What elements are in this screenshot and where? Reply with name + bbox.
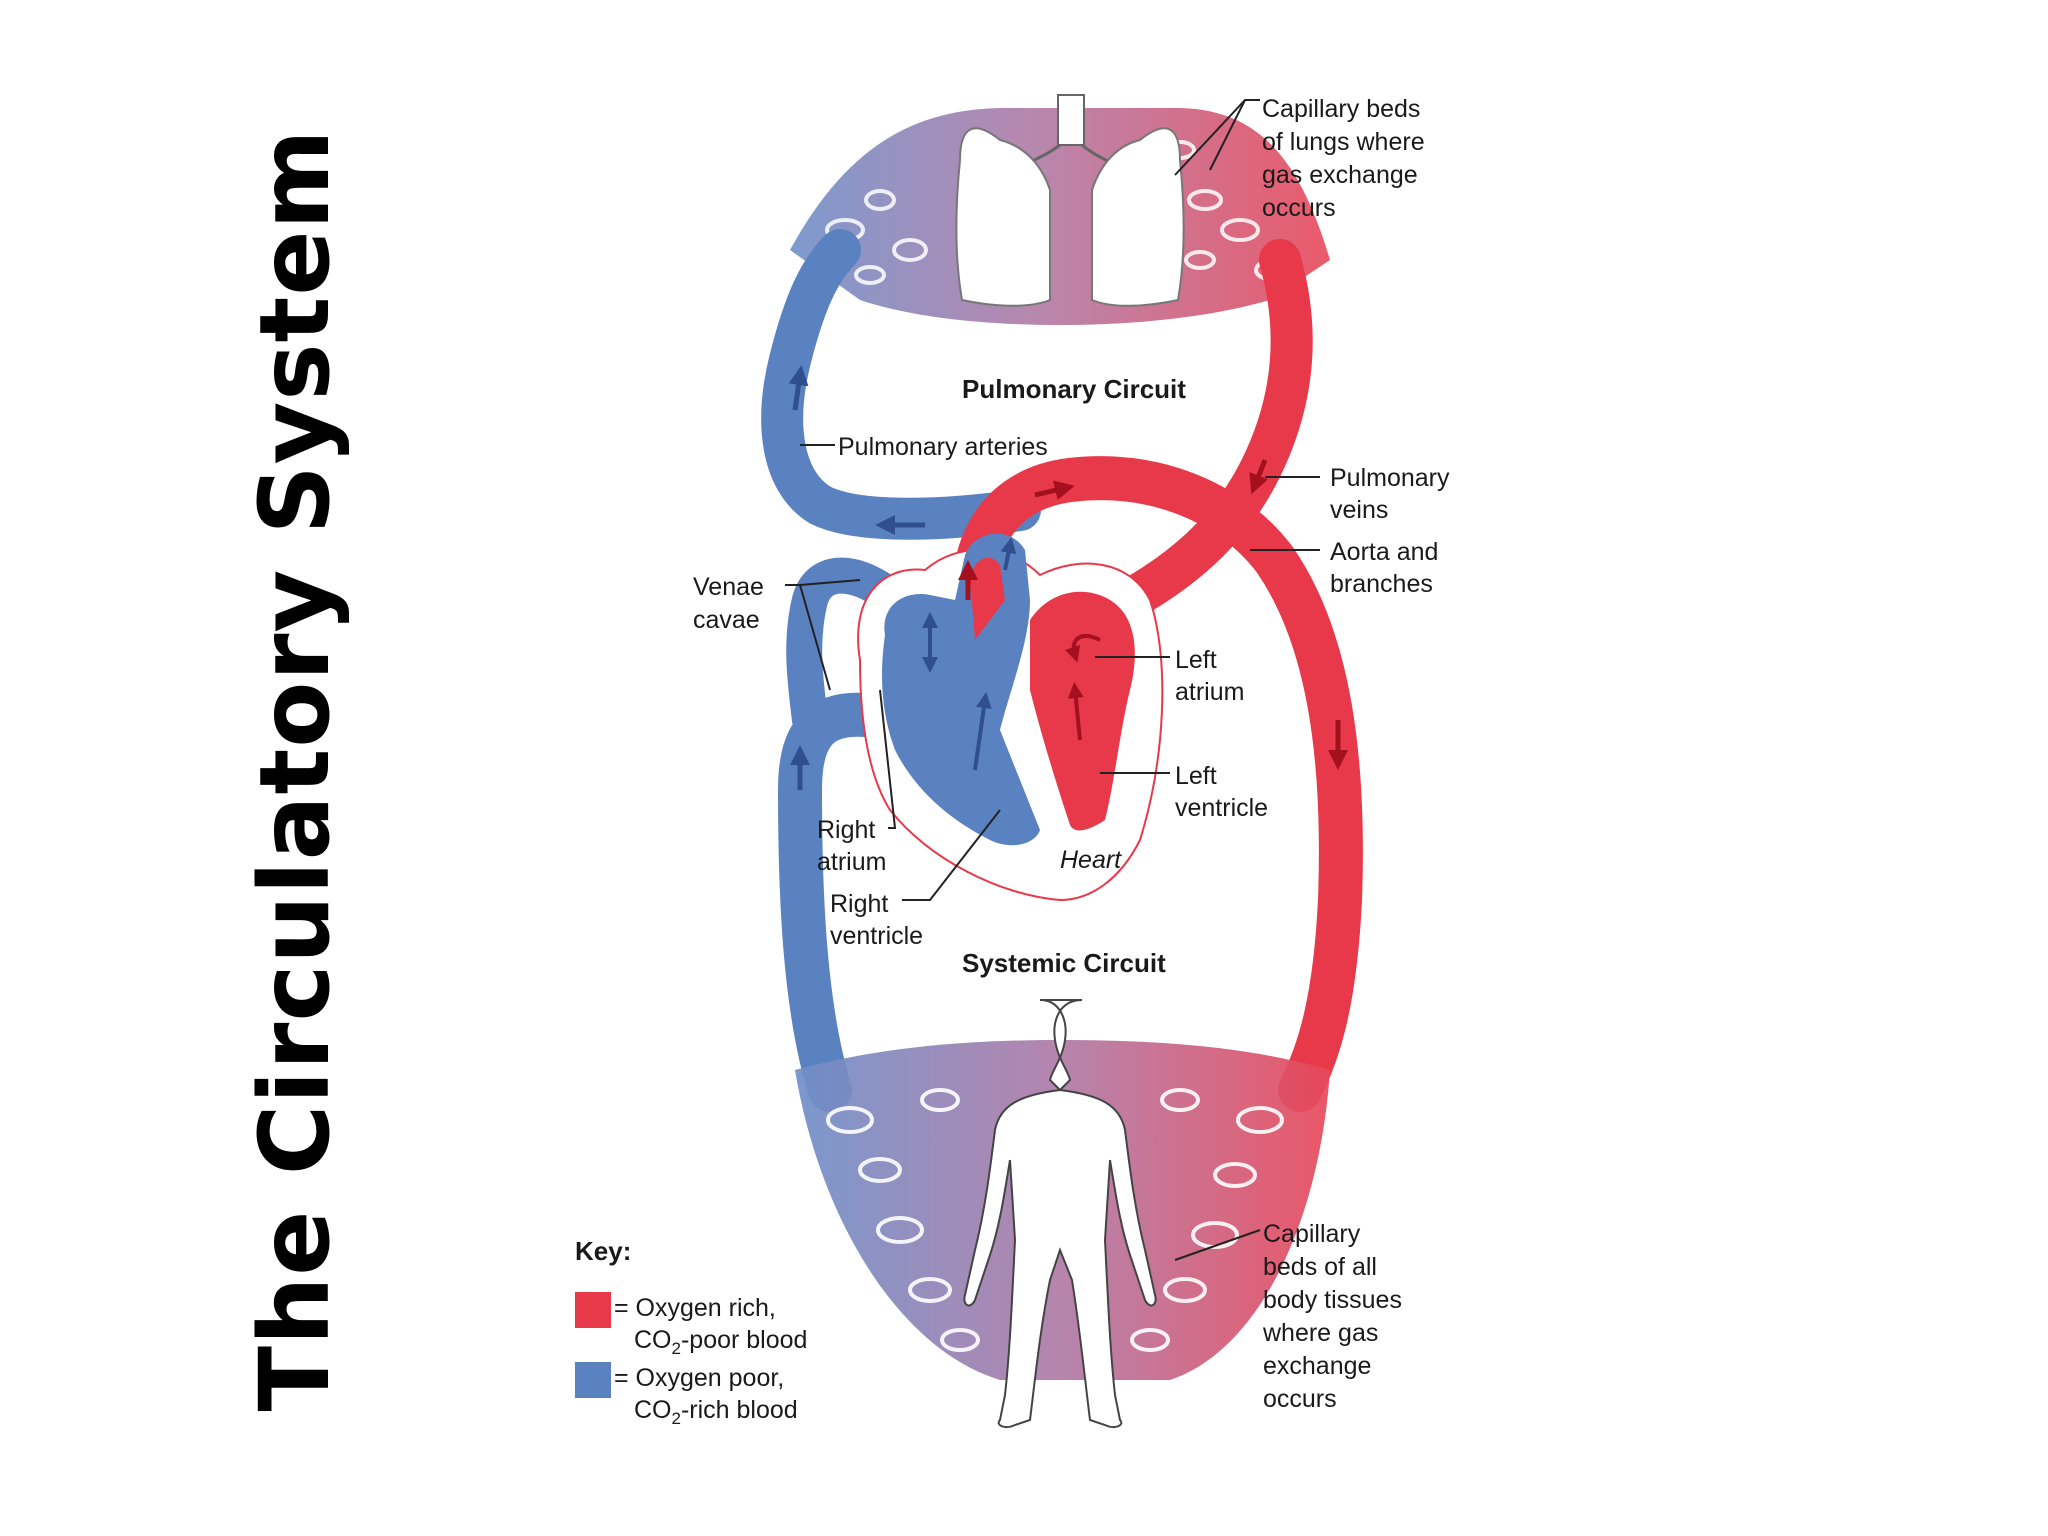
venae-cavae-vessel [777,692,922,1112]
venae-cavae-label: Venae cavae [693,573,764,634]
svg-text:atrium: atrium [817,848,886,876]
svg-text:Aorta and: Aorta and [1330,538,1438,566]
pulmonary-arteries-label: Pulmonary arteries [838,433,1048,461]
svg-text:gas exchange: gas exchange [1262,161,1418,189]
lungs [955,94,1185,307]
pulmonary-artery-vessel [761,229,1041,540]
capillary-lungs-label: Capillary beds of lungs where gas exchan… [1262,95,1425,222]
svg-text:occurs: occurs [1263,1385,1337,1413]
right-atrium-label: Right atrium [817,816,886,876]
pulmonary-artery-arrow [788,365,809,411]
heart-label: Heart [1060,846,1122,874]
svg-text:of lungs where: of lungs where [1262,128,1425,156]
svg-text:Left: Left [1175,762,1217,790]
svg-text:atrium: atrium [1175,678,1244,706]
svg-text:beds of all: beds of all [1263,1253,1377,1281]
svg-text:Capillary beds: Capillary beds [1262,95,1420,123]
svg-text:ventricle: ventricle [1175,794,1268,822]
svg-text:Pulmonary: Pulmonary [1330,464,1450,492]
svg-text:cavae: cavae [693,606,760,634]
svg-text:Left: Left [1175,646,1217,674]
svg-text:Capillary: Capillary [1263,1220,1361,1248]
systemic-circuit-label: Systemic Circuit [962,948,1166,978]
pulmonary-circuit-label: Pulmonary Circuit [962,374,1186,404]
svg-text:Right: Right [830,890,888,918]
svg-text:body tissues: body tissues [1263,1286,1402,1314]
heart [857,533,1164,902]
svg-text:ventricle: ventricle [830,922,923,950]
svg-text:occurs: occurs [1262,194,1336,222]
key-oxygen-rich-line2: CO2-poor blood [634,1326,807,1358]
aorta-arrow-top [1034,480,1075,501]
aorta-vessel [952,456,1363,1112]
left-ventricle-label: Left ventricle [1175,762,1268,822]
aorta-label: Aorta and branches [1330,538,1438,598]
left-atrium-label: Left atrium [1175,646,1244,706]
pulmonary-veins-label: Pulmonary veins [1330,464,1450,524]
capillary-body-label: Capillary beds of all body tissues where… [1262,1220,1402,1413]
superior-vena-cava-vessel [786,557,913,738]
svg-text:where gas: where gas [1262,1319,1378,1347]
key-oxygen-poor-line1: = Oxygen poor, [614,1364,784,1392]
svg-text:branches: branches [1330,570,1433,598]
svg-text:Venae: Venae [693,573,764,601]
key-title: Key: [575,1236,631,1266]
svg-text:exchange: exchange [1263,1352,1371,1380]
svg-text:veins: veins [1330,496,1388,524]
svg-text:Right: Right [817,816,875,844]
pulmonary-vein-arrow [1249,459,1268,495]
key-swatch-oxygen-rich [575,1292,611,1328]
key-swatch-oxygen-poor [575,1362,611,1398]
leader-lines [785,99,1320,1261]
right-ventricle-label: Right ventricle [830,890,923,950]
key-legend: Key: = Oxygen rich, CO2-poor blood = Oxy… [575,1236,807,1428]
key-oxygen-rich-line1: = Oxygen rich, [614,1294,776,1322]
human-figure [963,999,1157,1429]
key-oxygen-poor-line2: CO2-rich blood [634,1396,798,1428]
